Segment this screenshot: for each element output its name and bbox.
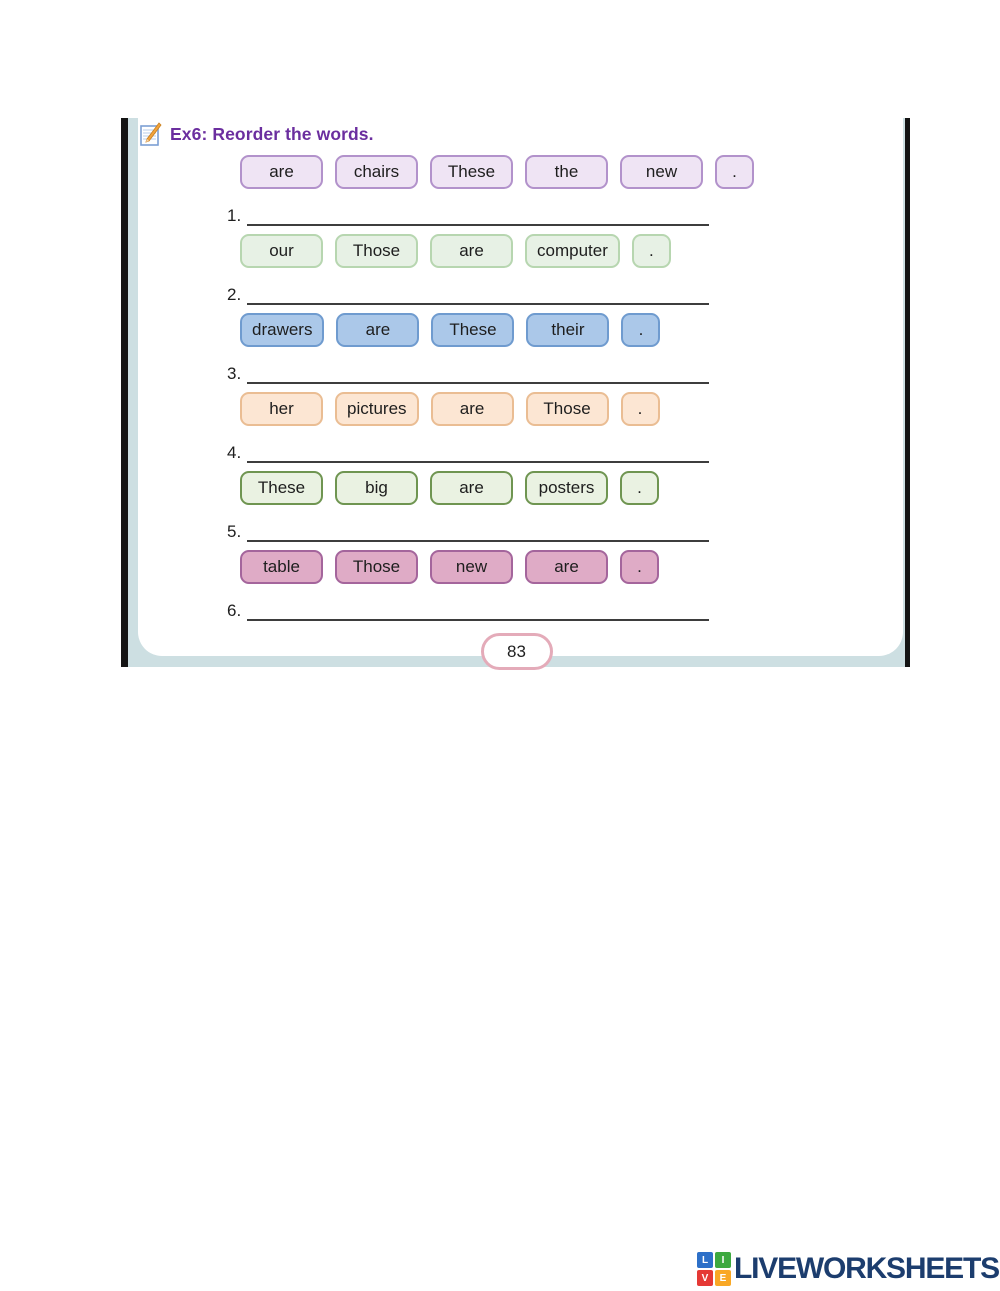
answer-line-row: 6. (227, 597, 903, 621)
punctuation-tile[interactable]: . (631, 234, 671, 268)
logo-letter-square: V (697, 1270, 713, 1286)
word-tile[interactable]: These (431, 313, 515, 347)
word-tile[interactable]: pictures (335, 392, 419, 426)
word-tile[interactable]: are (430, 234, 513, 268)
answer-blank-line[interactable] (247, 282, 709, 305)
word-tile[interactable]: chairs (335, 155, 418, 189)
answer-line-row: 4. (227, 439, 903, 463)
word-tile[interactable]: Those (525, 392, 609, 426)
word-tile[interactable]: Those (335, 234, 418, 268)
word-tile[interactable]: big (335, 471, 418, 505)
exercise-item: our Those are computer. 2. (138, 234, 903, 305)
word-tile-row: our Those are computer. (240, 234, 903, 268)
word-tile[interactable]: the (525, 155, 608, 189)
exercise-item: her pictures are Those. 4. (138, 392, 903, 463)
word-tile-row: her pictures are Those. (240, 392, 903, 426)
punctuation-tile[interactable]: . (620, 392, 660, 426)
answer-number: 3. (227, 364, 242, 383)
answer-number: 5. (227, 522, 242, 541)
logo-letter-square: E (715, 1270, 731, 1286)
answer-line-row: 3. (227, 360, 903, 384)
word-tile-row: drawers are These their. (240, 313, 903, 347)
word-tile[interactable]: are (240, 155, 323, 189)
answer-line-row: 1. (227, 202, 903, 226)
word-tile[interactable]: their (526, 313, 610, 347)
word-tile[interactable]: our (240, 234, 323, 268)
answer-blank-line[interactable] (247, 440, 709, 463)
word-tile[interactable]: are (430, 471, 513, 505)
answer-line-row: 2. (227, 281, 903, 305)
word-tile[interactable]: are (525, 550, 608, 584)
punctuation-tile[interactable]: . (620, 471, 659, 505)
punctuation-tile[interactable]: . (621, 313, 661, 347)
word-tile[interactable]: new (430, 550, 513, 584)
word-tile[interactable]: new (620, 155, 703, 189)
punctuation-tile[interactable]: . (715, 155, 754, 189)
pencil-notepad-icon (140, 122, 164, 146)
word-tile[interactable]: table (240, 550, 323, 584)
word-tile[interactable]: posters (525, 471, 608, 505)
word-tile[interactable]: drawers (240, 313, 325, 347)
page-number: 83 (507, 641, 526, 661)
page-number-badge: 83 (480, 633, 553, 670)
exercise-header: Ex6: Reorder the words. (140, 121, 903, 147)
answer-number: 4. (227, 443, 242, 462)
answer-number: 1. (227, 206, 242, 225)
answer-blank-line[interactable] (247, 598, 709, 621)
answer-blank-line[interactable] (247, 203, 709, 226)
word-tile[interactable]: computer (525, 234, 620, 268)
word-tile[interactable]: These (240, 471, 323, 505)
answer-line-row: 5. (227, 518, 903, 542)
punctuation-tile[interactable]: . (620, 550, 659, 584)
word-tile[interactable]: are (336, 313, 420, 347)
answer-number: 2. (227, 285, 242, 304)
logo-letter-square: L (697, 1252, 713, 1268)
answer-blank-line[interactable] (247, 519, 709, 542)
exercise-item: drawers are These their. 3. (138, 313, 903, 384)
exercise-title: Ex6: Reorder the words. (170, 123, 374, 144)
answer-number: 6. (227, 601, 242, 620)
answer-blank-line[interactable] (247, 361, 709, 384)
liveworksheets-brand-text: LIVEWORKSHEETS (734, 1252, 1000, 1285)
word-tile[interactable]: Those (335, 550, 418, 584)
word-tile[interactable]: are (430, 392, 514, 426)
word-tile[interactable]: her (240, 392, 323, 426)
word-tile[interactable]: These (430, 155, 513, 189)
logo-letter-square: I (715, 1252, 731, 1268)
